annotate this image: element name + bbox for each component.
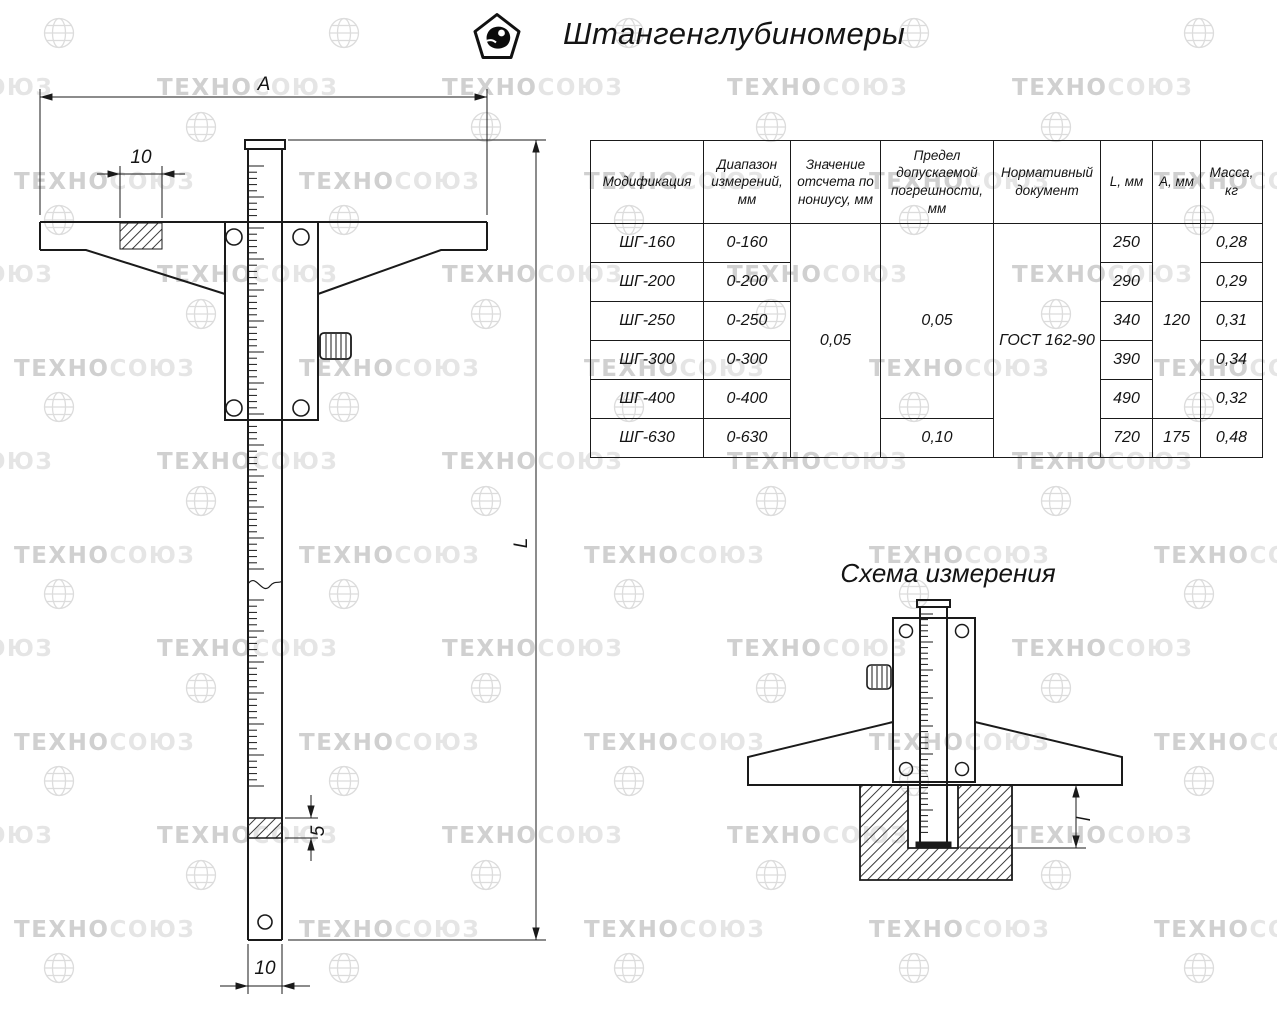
table-row: ШГ-160 0-160 0,05 0,05 ГОСТ 162-90 250 1… [590,223,1263,458]
col-header-mass: Масса, кг [1200,140,1263,224]
scheme-scale-ticks [921,613,933,833]
dim-label-A: A [257,74,271,95]
col-header-L: L, мм [1100,140,1153,224]
col-header-A: A, мм [1152,140,1201,224]
depth-gauge-drawing [39,139,488,941]
table-row: ШГ-300 0-300 390 0,34 [590,340,1263,380]
table-header-row: Модификация Диапазон измерений, мм Значе… [590,140,1263,224]
cell-range: 0-200 [703,262,791,302]
cell-mass: 0,32 [1200,379,1263,419]
screw-icon [225,399,243,417]
cell-mass: 0,34 [1200,340,1263,380]
col-header-document: Нормативный документ [993,140,1101,224]
cell-L: 290 [1100,262,1153,302]
dim-label-depth: l [1074,816,1094,821]
dim-label-5: 5 [308,825,329,836]
cell-mass: 0,48 [1200,418,1263,458]
cell-vernier: 0,05 [790,223,881,458]
hole-icon [257,914,273,930]
dim-label-L: L [511,538,532,549]
dim-label-10-top: 10 [130,147,152,168]
cell-error: 0,05 [880,223,994,419]
table-row: ШГ-630 0-630 0,10 720 175 0,48 [590,418,1263,458]
cell-range: 0-300 [703,340,791,380]
table-row: ШГ-400 0-400 490 0,32 [590,379,1263,419]
cell-range: 0-160 [703,223,791,263]
screw-icon [292,399,310,417]
dim-label-10-bottom: 10 [254,958,276,979]
cell-mod: ШГ-250 [590,301,704,341]
cell-range: 0-630 [703,418,791,458]
dimension-lines-scheme [960,784,1086,849]
cell-L: 390 [1100,340,1153,380]
cell-L: 720 [1100,418,1153,458]
scheme-title: Схема измерения [840,558,1056,588]
beam-scale-ticks [249,165,264,787]
thumb-screw-icon [866,664,892,690]
spec-table: Модификация Диапазон измерений, мм Значе… [590,140,1263,458]
cell-L: 490 [1100,379,1153,419]
cell-mod: ШГ-630 [590,418,704,458]
col-header-error: Предел допускаемой погрешности, мм [880,140,994,224]
screw-icon [954,761,970,777]
cell-mass: 0,29 [1200,262,1263,302]
thumb-screw-icon [319,332,352,360]
screw-icon [954,623,970,639]
cell-document: ГОСТ 162-90 [993,223,1101,458]
cell-A: 175 [1152,418,1201,458]
screw-icon [292,228,310,246]
cell-mod: ШГ-300 [590,340,704,380]
table-row: ШГ-200 0-200 290 0,29 [590,262,1263,302]
col-header-vernier: Значение отсчета по нониусу, мм [790,140,881,224]
cell-mass: 0,28 [1200,223,1263,263]
cell-L: 340 [1100,301,1153,341]
cell-range: 0-400 [703,379,791,419]
cell-mod: ШГ-400 [590,379,704,419]
measurement-scheme-drawing [747,599,1123,881]
cell-error: 0,10 [880,418,994,458]
page-title: Штангенглубиномеры [563,16,906,51]
cell-A: 120 [1152,223,1201,419]
screw-icon [898,623,914,639]
dimension-labels-main: A 10 L 5 10 [130,74,532,979]
cell-mod: ШГ-160 [590,223,704,263]
brand-logo-icon [473,13,521,59]
dimension-lines-main [39,89,546,994]
screw-icon [225,228,243,246]
cell-L: 250 [1100,223,1153,263]
cell-range: 0-250 [703,301,791,341]
cell-mass: 0,31 [1200,301,1263,341]
cell-mod: ШГ-200 [590,262,704,302]
col-header-modification: Модификация [590,140,704,224]
screw-icon [898,761,914,777]
col-header-range: Диапазон измерений, мм [703,140,791,224]
